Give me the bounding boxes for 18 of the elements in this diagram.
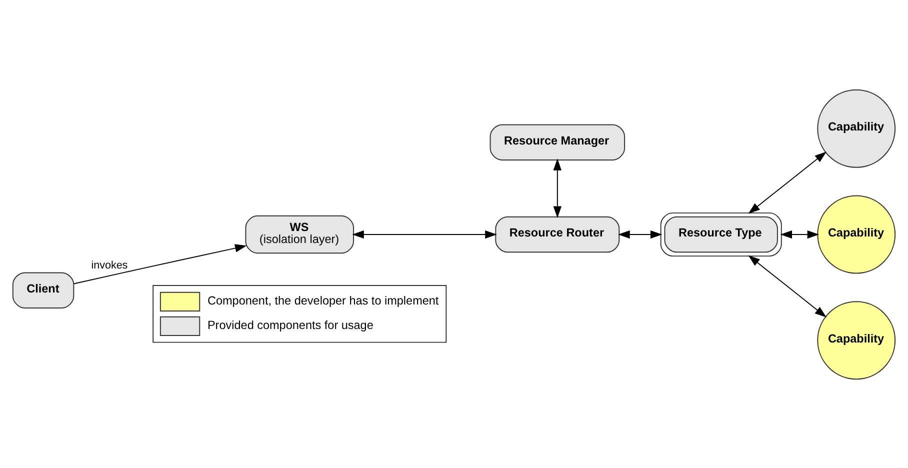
node-box: Client — [12, 272, 74, 308]
node-circle: Capability — [817, 300, 896, 380]
arrow — [352, 230, 497, 238]
node-box: Resource Type — [660, 212, 782, 256]
node-box: Resource Router — [495, 216, 620, 252]
arrow — [553, 158, 562, 218]
arrow — [618, 230, 662, 238]
legend-label: Provided components for usage — [207, 318, 374, 332]
arrow — [780, 230, 820, 238]
arrow — [748, 254, 827, 317]
edge-label: invokes — [91, 259, 128, 272]
arrow — [748, 151, 827, 214]
node-box: Resource Manager — [490, 124, 626, 160]
node-box: WS (isolation layer) — [245, 214, 354, 254]
node-circle: Capability — [817, 194, 896, 274]
legend-label: Component, the developer has to implement — [207, 294, 439, 308]
arrow — [73, 244, 247, 284]
node-circle: Capability — [817, 88, 896, 168]
